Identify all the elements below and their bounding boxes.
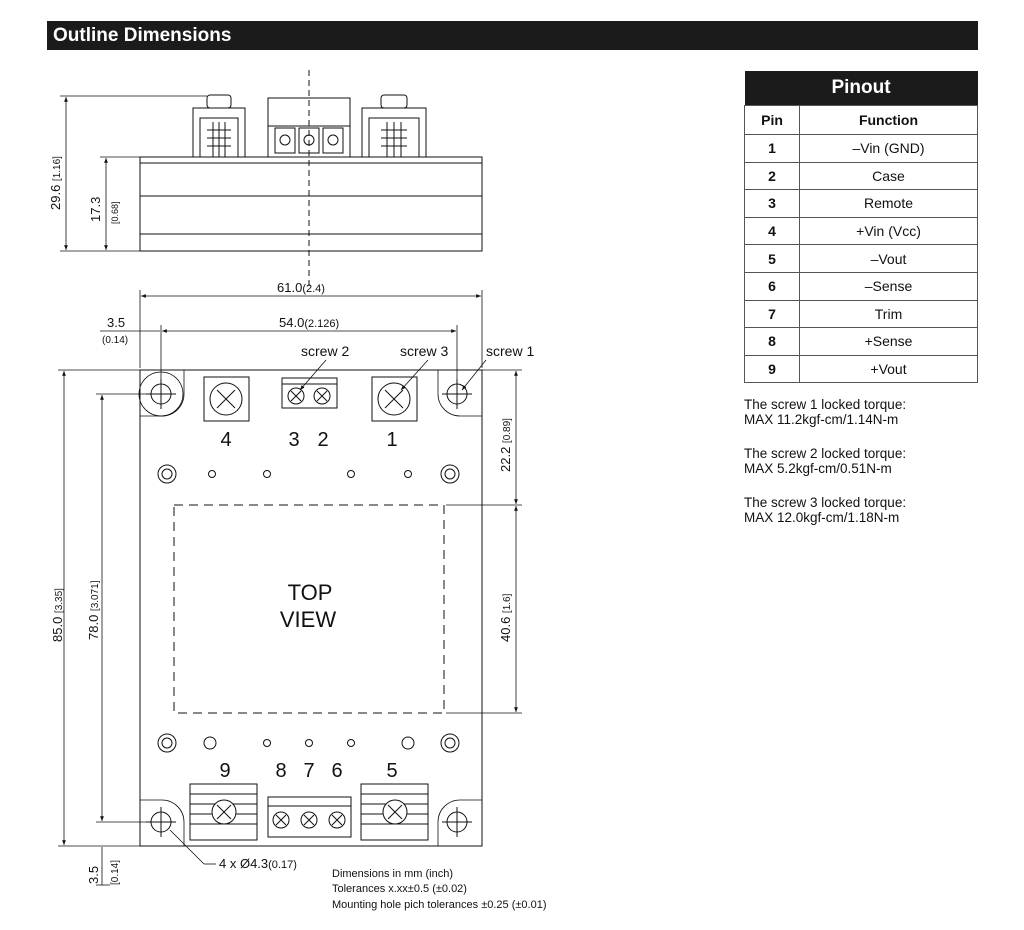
- dim-hole-pitch: 54.0(2.126): [279, 315, 339, 330]
- torque-note-value: MAX 11.2kgf-cm/1.14N-m: [744, 412, 899, 427]
- dim-height-body-inch: [0.68]: [110, 201, 120, 224]
- section-title: Outline Dimensions: [53, 25, 232, 46]
- side-terminal-block: [267, 97, 351, 158]
- hole-callout-line: [169, 829, 216, 865]
- side-body: [139, 162, 483, 252]
- dim-left-offset-inch: (0.14): [102, 335, 128, 346]
- pin-label-2: 2: [317, 429, 328, 451]
- top-body: [139, 369, 483, 847]
- pinout-title: Pinout: [744, 71, 978, 106]
- note-units: Dimensions in mm (inch): [332, 868, 453, 880]
- torque-note-title: The screw 1 locked torque:: [744, 397, 907, 412]
- table-row: 8+Sense: [744, 327, 978, 356]
- pin-number: 6: [744, 271, 800, 301]
- torque-note-screw-2: The screw 2 locked torque: MAX 5.2kgf-cm…: [744, 446, 906, 476]
- pin-number: 2: [744, 161, 800, 191]
- top-view-label-1: TOP: [288, 580, 333, 605]
- dim-length-total: 85.0 [3.35]: [50, 588, 65, 642]
- torque-note-screw-1: The screw 1 locked torque: MAX 11.2kgf-c…: [744, 397, 906, 427]
- screw-terminal-5: [360, 783, 429, 841]
- side-view: [139, 94, 483, 252]
- pin-holes-bottom: [157, 733, 460, 753]
- pin-label-7: 7: [303, 760, 314, 782]
- pin-label-9: 9: [219, 760, 230, 782]
- torque-note-value: MAX 12.0kgf-cm/1.18N-m: [744, 510, 900, 525]
- pin-number: 5: [744, 244, 800, 273]
- pin-function: +Sense: [799, 327, 978, 356]
- right-vertical-dimensions: [446, 369, 522, 714]
- side-screw-right: [361, 94, 427, 158]
- dim-bottom-offset-inch: [0.14]: [110, 860, 121, 885]
- section-header: Outline Dimensions: [47, 21, 978, 50]
- pin-number: 7: [744, 299, 800, 329]
- screw-terminal-4: [203, 376, 250, 422]
- torque-note-title: The screw 2 locked torque:: [744, 446, 907, 461]
- table-row: 6–Sense: [744, 271, 978, 301]
- label-screw-3: screw 3: [400, 343, 448, 359]
- pin-label-3: 3: [288, 429, 299, 451]
- torque-note-screw-3: The screw 3 locked torque: MAX 12.0kgf-c…: [744, 495, 906, 525]
- pin-number: 4: [744, 216, 800, 246]
- mounting-holes: [138, 370, 482, 846]
- screw-terminal-1: [371, 376, 418, 422]
- terminal-block-3-2: [281, 377, 338, 409]
- pin-label-1: 1: [386, 429, 397, 451]
- table-row: 9+Vout: [744, 354, 978, 384]
- label-screw-2: screw 2: [301, 343, 349, 359]
- torque-note-value: MAX 5.2kgf-cm/0.51N-m: [744, 461, 892, 476]
- top-view-label-2: VIEW: [280, 607, 336, 632]
- pin-holes-top: [157, 464, 460, 484]
- dim-height-body: 17.3: [88, 197, 103, 222]
- pin-number: 3: [744, 189, 800, 218]
- dim-left-offset: 3.5: [107, 315, 125, 330]
- pin-label-6: 6: [331, 760, 342, 782]
- hole-callout: 4 x Ø4.3(0.17): [219, 856, 297, 871]
- table-row: 1–Vin (GND): [744, 134, 978, 163]
- label-screw-1: screw 1: [486, 343, 534, 359]
- dim-width-total: 61.0(2.4): [277, 280, 325, 295]
- terminal-block-8-7-6: [267, 796, 352, 838]
- left-vertical-dimensions: [58, 369, 150, 886]
- pin-function: Case: [799, 161, 978, 191]
- pinout-col-function: Function: [799, 105, 978, 135]
- side-top-plate: [139, 156, 483, 164]
- top-view-box: [173, 504, 445, 714]
- side-screw-left: [192, 94, 246, 158]
- pin-label-5: 5: [386, 760, 397, 782]
- dim-length-pitch: 78.0 [3.071]: [86, 580, 101, 640]
- note-tolerances: Tolerances x.xx±0.5 (±0.02): [332, 883, 467, 895]
- pin-number: 8: [744, 327, 800, 356]
- pin-label-4: 4: [220, 429, 231, 451]
- screw-terminal-9: [189, 783, 258, 841]
- torque-note-title: The screw 3 locked torque:: [744, 495, 907, 510]
- pin-function: –Vout: [799, 244, 978, 273]
- pin-function: Remote: [799, 189, 978, 218]
- pin-label-8: 8: [275, 760, 286, 782]
- pinout-col-pin: Pin: [744, 105, 800, 135]
- dim-height-total: 29.6 [1.16]: [48, 156, 63, 210]
- note-hole-pitch-tolerance: Mounting hole pich tolerances ±0.25 (±0.…: [332, 899, 546, 911]
- pin-function: –Vin (GND): [799, 134, 978, 163]
- table-row: 5–Vout: [744, 244, 978, 273]
- top-view: [138, 369, 483, 847]
- screw-callout-lines: [299, 359, 487, 391]
- dim-box-height: 40.6 [1.6]: [498, 593, 513, 642]
- pin-function: +Vout: [799, 354, 978, 384]
- table-row: 4+Vin (Vcc): [744, 216, 978, 246]
- dim-bottom-offset: 3.5: [86, 866, 101, 884]
- pin-function: Trim: [799, 299, 978, 329]
- side-view-dimensions: [60, 95, 207, 252]
- pin-number: 9: [744, 354, 800, 384]
- pin-number: 1: [744, 134, 800, 163]
- top-view-width-dimensions: [100, 290, 483, 382]
- dim-top-to-box: 22.2 [0.89]: [498, 418, 513, 472]
- pin-function: –Sense: [799, 271, 978, 301]
- pin-function: +Vin (Vcc): [799, 216, 978, 246]
